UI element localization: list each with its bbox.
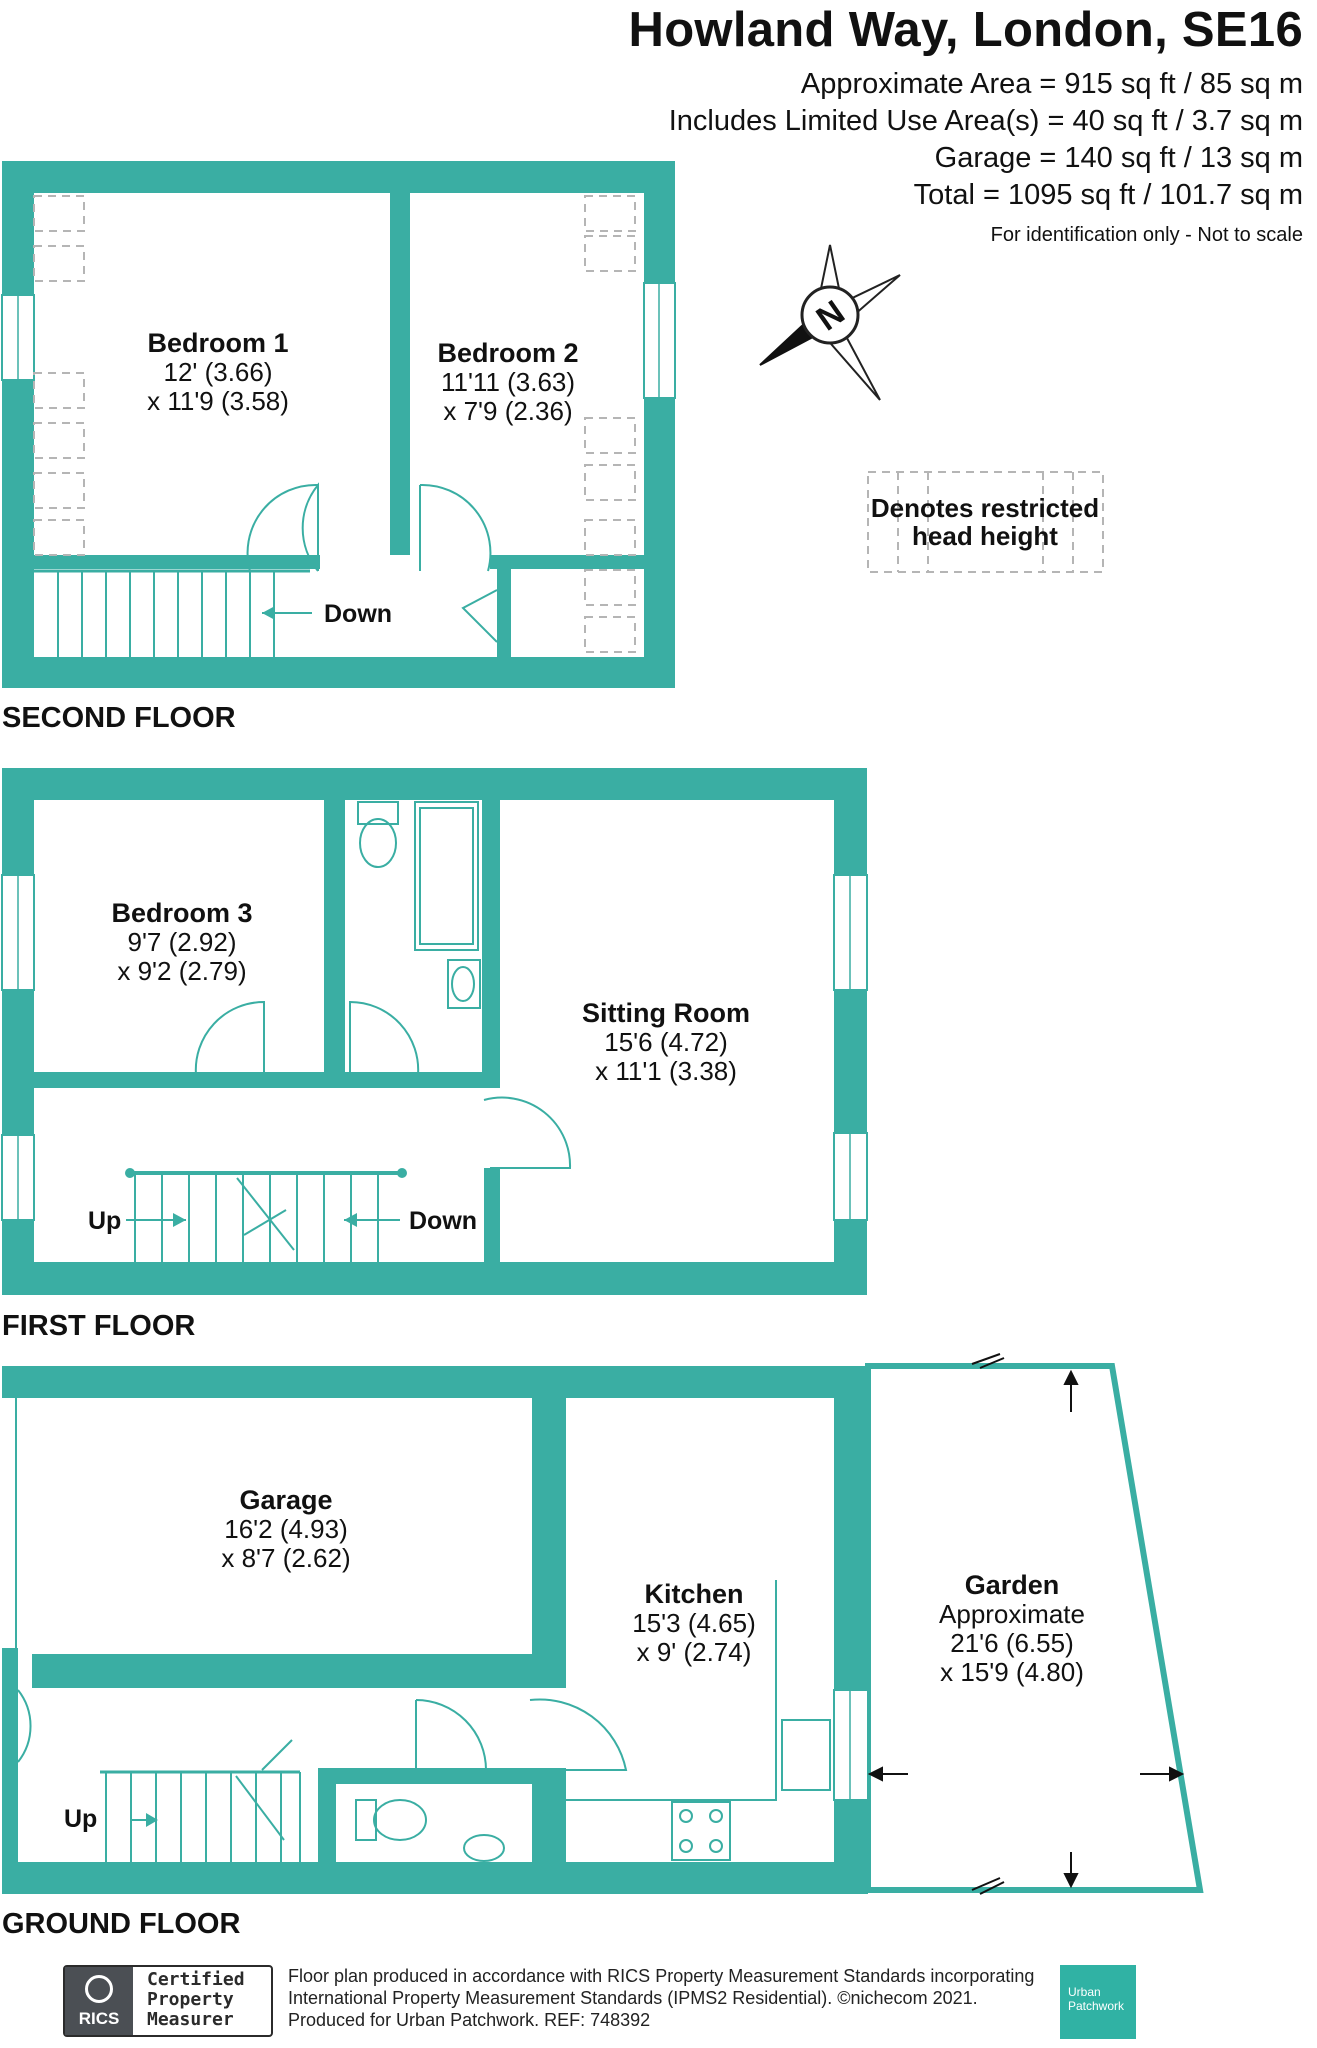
second-floor-stairs: [34, 569, 312, 657]
legend: Denotes restricted head height: [867, 471, 1104, 573]
second-stairs-down-label: Down: [324, 600, 392, 628]
first-floor-label: FIRST FLOOR: [2, 1310, 196, 1342]
ground-floor-stairs: [100, 1770, 301, 1862]
kitchen-dim2: x 9' (2.74): [637, 1637, 752, 1667]
sitting-room-name: Sitting Room: [582, 998, 750, 1028]
garden-dim2: x 15'9 (4.80): [940, 1657, 1084, 1687]
rics-certified-badge: RICS Certified Property Measurer: [63, 1965, 273, 2037]
garden-dim0: Approximate: [939, 1599, 1085, 1629]
sitting-room-dim1: 15'6 (4.72): [604, 1027, 728, 1057]
garden-doors: [849, 1399, 867, 1561]
total-area: Total = 1095 sq ft / 101.7 sq m: [913, 179, 1303, 211]
ground-stairs-up-label: Up: [64, 1805, 97, 1833]
garden-dimension-arrows: [867, 1353, 1185, 1895]
bedroom2-dim1: 11'11 (3.63): [441, 367, 575, 397]
second-floor-label: SECOND FLOOR: [2, 702, 236, 734]
garage-name: Garage: [239, 1485, 332, 1515]
bedroom3-name: Bedroom 3: [111, 898, 252, 928]
wc-fixtures: [355, 1799, 505, 1862]
bedroom2-dim2: x 7'9 (2.36): [443, 396, 572, 426]
rics-logo: RICS: [65, 1967, 133, 2035]
footer-line3: Produced for Urban Patchwork. REF: 74839…: [288, 2010, 651, 2030]
kitchen-fittings: [566, 1580, 831, 1861]
urban-patchwork-logo: Urban Patchwork: [1060, 1965, 1136, 2039]
ground-floor-label: GROUND FLOOR: [2, 1908, 241, 1940]
approximate-area: Approximate Area = 915 sq ft / 85 sq m: [800, 68, 1303, 100]
bathroom-fixtures: [357, 801, 481, 1009]
bedroom2-name: Bedroom 2: [437, 338, 578, 368]
first-stairs-down-label: Down: [409, 1207, 477, 1235]
sitting-room-dim2: x 11'1 (3.38): [595, 1056, 737, 1086]
first-floor-stairs: [125, 1168, 407, 1262]
footer-line2: International Property Measurement Stand…: [288, 1988, 978, 2008]
limited-use-area: Includes Limited Use Area(s) = 40 sq ft …: [668, 105, 1303, 137]
disclaimer: For identification only - Not to scale: [990, 224, 1303, 246]
legend-line1: Denotes restricted: [871, 493, 1099, 523]
ground-floor-doors: [17, 1689, 628, 1780]
bedroom1-dim1: 12' (3.66): [163, 357, 272, 387]
bedroom3-dim2: x 9'2 (2.79): [117, 956, 246, 986]
legend-line2: head height: [912, 521, 1058, 551]
first-floor: Bedroom 3 9'7 (2.92) x 9'2 (2.79) Sittin…: [1, 768, 868, 1295]
garage-dim1: 16'2 (4.93): [224, 1514, 348, 1544]
footer-note: Floor plan produced in accordance with R…: [288, 1965, 1034, 2031]
bedroom1-dim2: x 11'9 (3.58): [147, 386, 289, 416]
kitchen-dim1: 15'3 (4.65): [632, 1608, 756, 1638]
rics-lion-icon: [85, 1975, 113, 2003]
rics-certified-text: Certified Property Measurer: [147, 1969, 245, 2030]
garage-dim2: x 8'7 (2.62): [221, 1543, 350, 1573]
north-arrow-icon: N: [759, 244, 901, 401]
second-floor-doors: [246, 482, 498, 643]
kitchen-name: Kitchen: [644, 1579, 743, 1609]
garage-area: Garage = 140 sq ft / 13 sq m: [934, 142, 1303, 174]
bedroom1-name: Bedroom 1: [147, 328, 288, 358]
bedroom3-dim1: 9'7 (2.92): [127, 927, 236, 957]
second-floor: Bedroom 1 12' (3.66) x 11'9 (3.58) Bedro…: [1, 161, 676, 688]
garden-name: Garden: [965, 1570, 1060, 1600]
first-stairs-up-label: Up: [88, 1207, 121, 1235]
first-floor-doors: [194, 1000, 572, 1169]
footer-line1: Floor plan produced in accordance with R…: [288, 1966, 1035, 1986]
property-title: Howland Way, London, SE16: [628, 3, 1303, 57]
ground-floor: Garage 16'2 (4.93) x 8'7 (2.62) Kitchen …: [2, 1353, 1204, 1895]
rics-badge-text: RICS: [78, 2009, 120, 2028]
garden-dim1: 21'6 (6.55): [950, 1628, 1074, 1658]
